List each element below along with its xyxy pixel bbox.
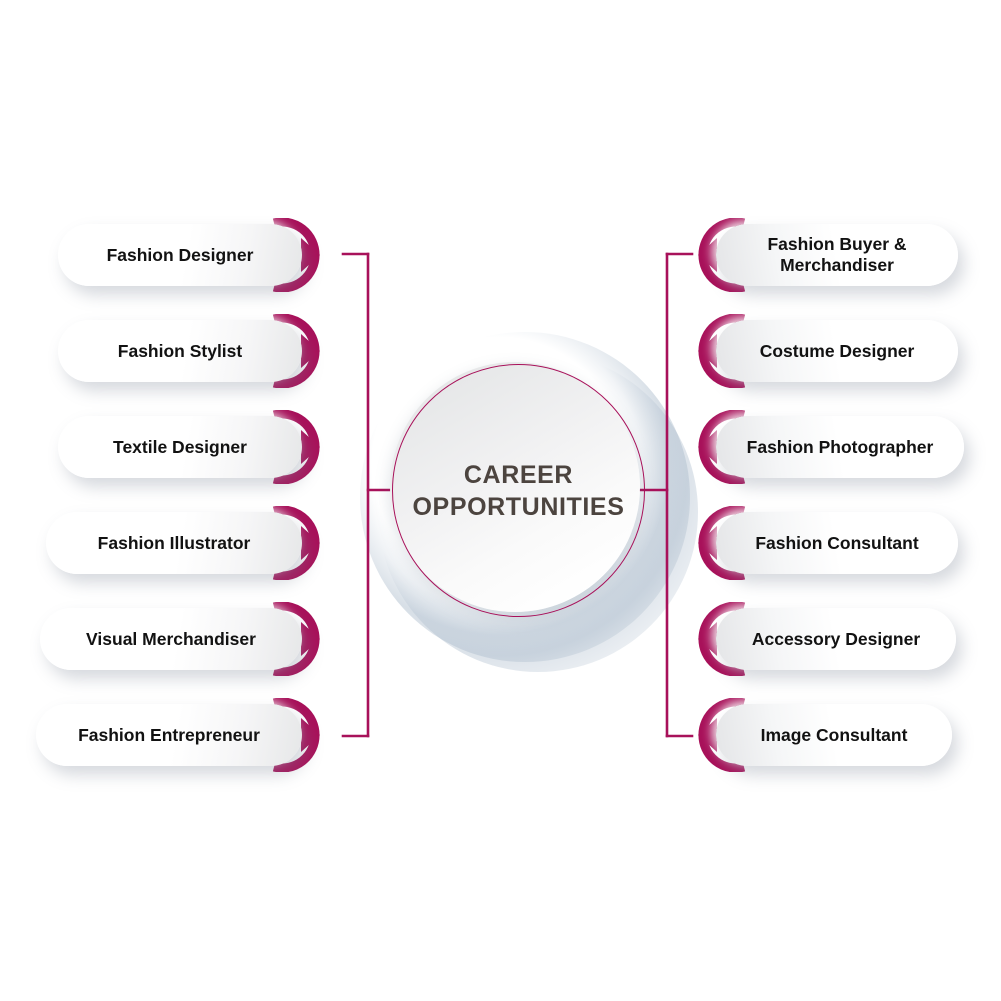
node-right-3-label: Fashion Photographer xyxy=(746,436,934,457)
center-node-title: CAREER OPPORTUNITIES xyxy=(412,460,625,521)
node-right-5-label: Accessory Designer xyxy=(751,628,921,649)
node-right-1-pill[interactable]: Fashion Buyer & Merchandiser xyxy=(716,224,958,286)
node-right-4-pill[interactable]: Fashion Consultant xyxy=(716,512,958,574)
node-right-4[interactable]: Fashion Consultant xyxy=(698,506,958,580)
node-right-2[interactable]: Costume Designer xyxy=(698,314,958,388)
arrow-left-arc-icon xyxy=(682,218,758,292)
node-left-2[interactable]: Fashion Stylist xyxy=(58,314,320,388)
arrow-left-arc-icon xyxy=(682,410,758,484)
node-right-6-pill[interactable]: Image Consultant xyxy=(716,704,952,766)
node-left-4-pill[interactable]: Fashion Illustrator xyxy=(46,512,302,574)
node-right-5[interactable]: Accessory Designer xyxy=(698,602,956,676)
node-left-5-label: Visual Merchandiser xyxy=(86,628,256,649)
node-right-2-pill[interactable]: Costume Designer xyxy=(716,320,958,382)
arrow-right-arc-icon xyxy=(260,410,336,484)
node-left-4-label: Fashion Illustrator xyxy=(97,532,251,553)
node-left-5[interactable]: Visual Merchandiser xyxy=(40,602,320,676)
node-left-1[interactable]: Fashion Designer xyxy=(58,218,320,292)
arrow-left-arc-icon xyxy=(682,506,758,580)
node-right-6[interactable]: Image Consultant xyxy=(698,698,952,772)
arrow-left-arc-icon xyxy=(682,314,758,388)
node-left-3[interactable]: Textile Designer xyxy=(58,410,320,484)
node-right-5-pill[interactable]: Accessory Designer xyxy=(716,608,956,670)
node-right-6-label: Image Consultant xyxy=(760,724,908,745)
node-left-3-pill[interactable]: Textile Designer xyxy=(58,416,302,478)
arrow-right-arc-icon xyxy=(260,314,336,388)
center-node-ring xyxy=(392,364,645,617)
node-left-4[interactable]: Fashion Illustrator xyxy=(46,506,320,580)
node-left-6-label: Fashion Entrepreneur xyxy=(78,724,260,745)
node-left-1-label: Fashion Designer xyxy=(106,244,254,265)
arrow-right-arc-icon xyxy=(260,218,336,292)
node-left-1-pill[interactable]: Fashion Designer xyxy=(58,224,302,286)
node-right-3-pill[interactable]: Fashion Photographer xyxy=(716,416,964,478)
node-left-3-label: Textile Designer xyxy=(113,436,247,457)
arrow-right-arc-icon xyxy=(260,698,336,772)
node-right-2-label: Costume Designer xyxy=(759,340,915,361)
node-right-1[interactable]: Fashion Buyer & Merchandiser xyxy=(698,218,958,292)
node-left-6-pill[interactable]: Fashion Entrepreneur xyxy=(36,704,302,766)
arrow-left-arc-icon xyxy=(682,698,758,772)
node-right-1-label: Fashion Buyer & Merchandiser xyxy=(767,234,907,275)
node-right-4-label: Fashion Consultant xyxy=(755,532,919,553)
arrow-right-arc-icon xyxy=(260,506,336,580)
node-left-5-pill[interactable]: Visual Merchandiser xyxy=(40,608,302,670)
node-right-3[interactable]: Fashion Photographer xyxy=(698,410,964,484)
arrow-left-arc-icon xyxy=(682,602,758,676)
node-left-2-pill[interactable]: Fashion Stylist xyxy=(58,320,302,382)
node-left-2-label: Fashion Stylist xyxy=(117,340,243,361)
arrow-right-arc-icon xyxy=(260,602,336,676)
node-left-6[interactable]: Fashion Entrepreneur xyxy=(36,698,320,772)
